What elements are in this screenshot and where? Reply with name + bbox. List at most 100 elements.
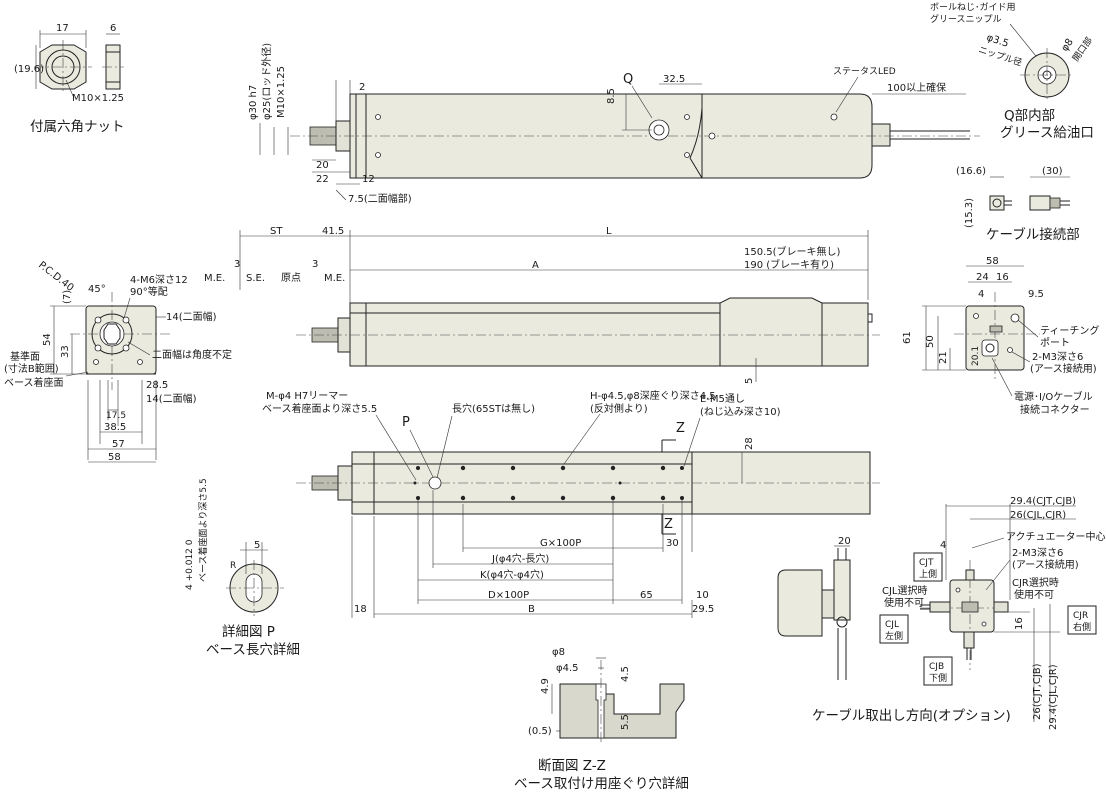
opt-cjl1: CJL選択時 [882, 584, 928, 597]
right-n61: 61 [902, 331, 913, 344]
detp-cap2: ベース長穴詳細 [206, 642, 300, 658]
opt-cjb2: 下側 [929, 672, 947, 684]
side-n3b: 3 [312, 259, 318, 270]
opt-cjr: CJR [1073, 611, 1088, 621]
q-title: ボールねじ･ガイド用 [930, 2, 1016, 13]
hex-nut-view: 17 (19.6) 6 M10×1.25 付属六角ナット [14, 23, 125, 135]
opt-cjl2: 使用不可 [884, 596, 924, 609]
bottom-k: K(φ4穴-φ4穴) [480, 568, 544, 581]
side-n3a: 3 [234, 259, 240, 270]
cab-n30: (30) [1042, 166, 1063, 177]
top-n20: 20 [316, 160, 329, 171]
nut-caption: 付属六角ナット [30, 119, 125, 135]
right-pw1: 電源･I/Oケーブル [1014, 390, 1093, 403]
right-end-view: 58 24 16 4 9.5 61 50 21 20.1 ティーチング ポート … [902, 256, 1099, 416]
top-d25: φ25(ロッド外径) [260, 43, 273, 120]
bottom-n30: 30 [666, 538, 679, 549]
front-a45: 45° [88, 284, 106, 295]
zz-n49: 4.9 [540, 678, 551, 694]
side-n1505: 150.5(ブレーキ無し) [744, 245, 841, 258]
bottom-n10: 10 [696, 590, 709, 601]
nut-width: 17 [56, 23, 69, 34]
bottom-view: M-φ4 H7リーマー ベース着座面より深さ5.5 P 長穴(65STは無し) … [262, 389, 880, 618]
bottom-b: B [528, 604, 535, 615]
right-n58: 58 [986, 256, 999, 267]
front-flat: 二面幅は角度不定 [152, 348, 232, 361]
cable-option-side: 20 [777, 536, 851, 680]
front-n33: 33 [60, 345, 71, 358]
front-n54: 54 [42, 333, 53, 346]
opt-cjb: CJB [929, 662, 944, 672]
opt-cjr2: 使用不可 [1014, 588, 1054, 601]
front-n14a: 14(二面幅) [166, 310, 217, 323]
bottom-m4a: M-φ4 H7リーマー [266, 391, 348, 402]
bottom-n65: 65 [640, 590, 653, 601]
front-n14b: 14(二面幅) [146, 392, 197, 405]
front-m6: 4-M6深さ12 [130, 274, 188, 286]
opt-n294b: 29.4(CJL,CJR) [1048, 664, 1059, 730]
right-m3b: (アース接続用) [1030, 362, 1097, 375]
opt-cjt: CJT [919, 558, 934, 568]
bottom-slot: 長穴(65STは無し) [452, 402, 535, 415]
detp-n5: 5 [254, 540, 260, 551]
front-view: P.C.D.40 45° 4-M6深さ12 90°等配 (7) 14(二面幅) … [4, 260, 232, 463]
right-n201: 20.1 [971, 346, 981, 366]
bottom-z1: Z [676, 421, 685, 436]
opt-n26b: 26(CJT,CJB) [1032, 663, 1043, 720]
top-view: 2 φ30 h7 φ25(ロッド外径) M10×1.25 20 22 12 7.… [248, 43, 980, 205]
zz-d45: φ4.5 [556, 663, 579, 674]
q-cap1: Q部内部 [1004, 108, 1055, 124]
nut-thread: M10×1.25 [72, 93, 124, 104]
right-pw2: 接続コネクター [1020, 403, 1090, 416]
zz-n55: 5.5 [620, 714, 631, 730]
front-n175: 17.5 [106, 411, 126, 421]
detail-p: 5 R 4 +0.012 0 ベース着座面より深さ5.5 詳細図 P ベース長穴… [185, 478, 300, 658]
zz-d8: φ8 [552, 647, 565, 658]
top-n85: 8.5 [606, 88, 617, 104]
opt-n20: 20 [838, 536, 851, 547]
front-n7: (7) [62, 290, 73, 304]
top-n2: 2 [359, 82, 365, 93]
side-me2: M.E. [324, 273, 345, 284]
q-d8: φ8 [1059, 37, 1075, 54]
cab-cap: ケーブル接続部 [986, 226, 1080, 243]
bottom-d: D×100P [488, 590, 529, 601]
opt-cjt2: 上側 [919, 568, 937, 580]
detp-seat: ベース着座面より深さ5.5 [197, 478, 209, 582]
bottom-p: P [402, 415, 410, 430]
detp-tol: 4 +0.012 0 [185, 539, 195, 590]
cab-n166: (16.6) [956, 166, 986, 177]
zz-cap2: ベース取付け用座ぐり穴詳細 [514, 776, 689, 792]
top-q: Q [623, 72, 633, 87]
bottom-z2: Z [664, 517, 673, 532]
front-seat: ベース着座面 [4, 376, 64, 389]
front-n58: 58 [108, 452, 121, 463]
opt-m3a: 2-M3深さ6 [1012, 547, 1063, 559]
right-n16: 16 [996, 272, 1009, 283]
side-n5: 5 [744, 378, 755, 384]
top-n100: 100以上確保 [887, 81, 946, 94]
cable-option-front: 29.4(CJT,CJB) 26(CJL,CJR) 4 アクチュエーター中心 2… [812, 496, 1106, 730]
detp-cap1: 詳細図 P [222, 624, 275, 640]
q-open: 開口部 [1070, 35, 1095, 64]
front-m6b: 90°等配 [130, 285, 168, 298]
right-n24: 24 [976, 272, 989, 283]
front-base2: (寸法B範囲) [4, 362, 59, 375]
opt-cjr1: CJR選択時 [1012, 576, 1059, 589]
right-n21: 21 [938, 351, 949, 364]
top-n12: 12 [362, 174, 375, 185]
side-n190: 190 (ブレーキ有り) [744, 258, 834, 271]
bottom-e5b: (ねじ込み深さ10) [700, 406, 781, 418]
top-d30: φ30 h7 [248, 85, 259, 120]
cable-connection-view: (16.6) (30) (15.3) ケーブル接続部 [956, 166, 1080, 243]
right-teach2: ポート [1040, 337, 1070, 349]
q-detail: ボールねじ･ガイド用 グリースニップル φ3.5 ニップル径 φ8 開口部 Q部… [930, 2, 1095, 141]
right-n95: 9.5 [1028, 289, 1044, 300]
bottom-h45b: (反対側より) [590, 402, 648, 415]
bottom-n18: 18 [354, 604, 367, 615]
opt-n294a: 29.4(CJT,CJB) [1010, 496, 1076, 507]
opt-cap: ケーブル取出し方向(オプション) [812, 707, 1011, 724]
opt-n16: 16 [1014, 617, 1025, 630]
q-title2: グリースニップル [930, 13, 1002, 25]
